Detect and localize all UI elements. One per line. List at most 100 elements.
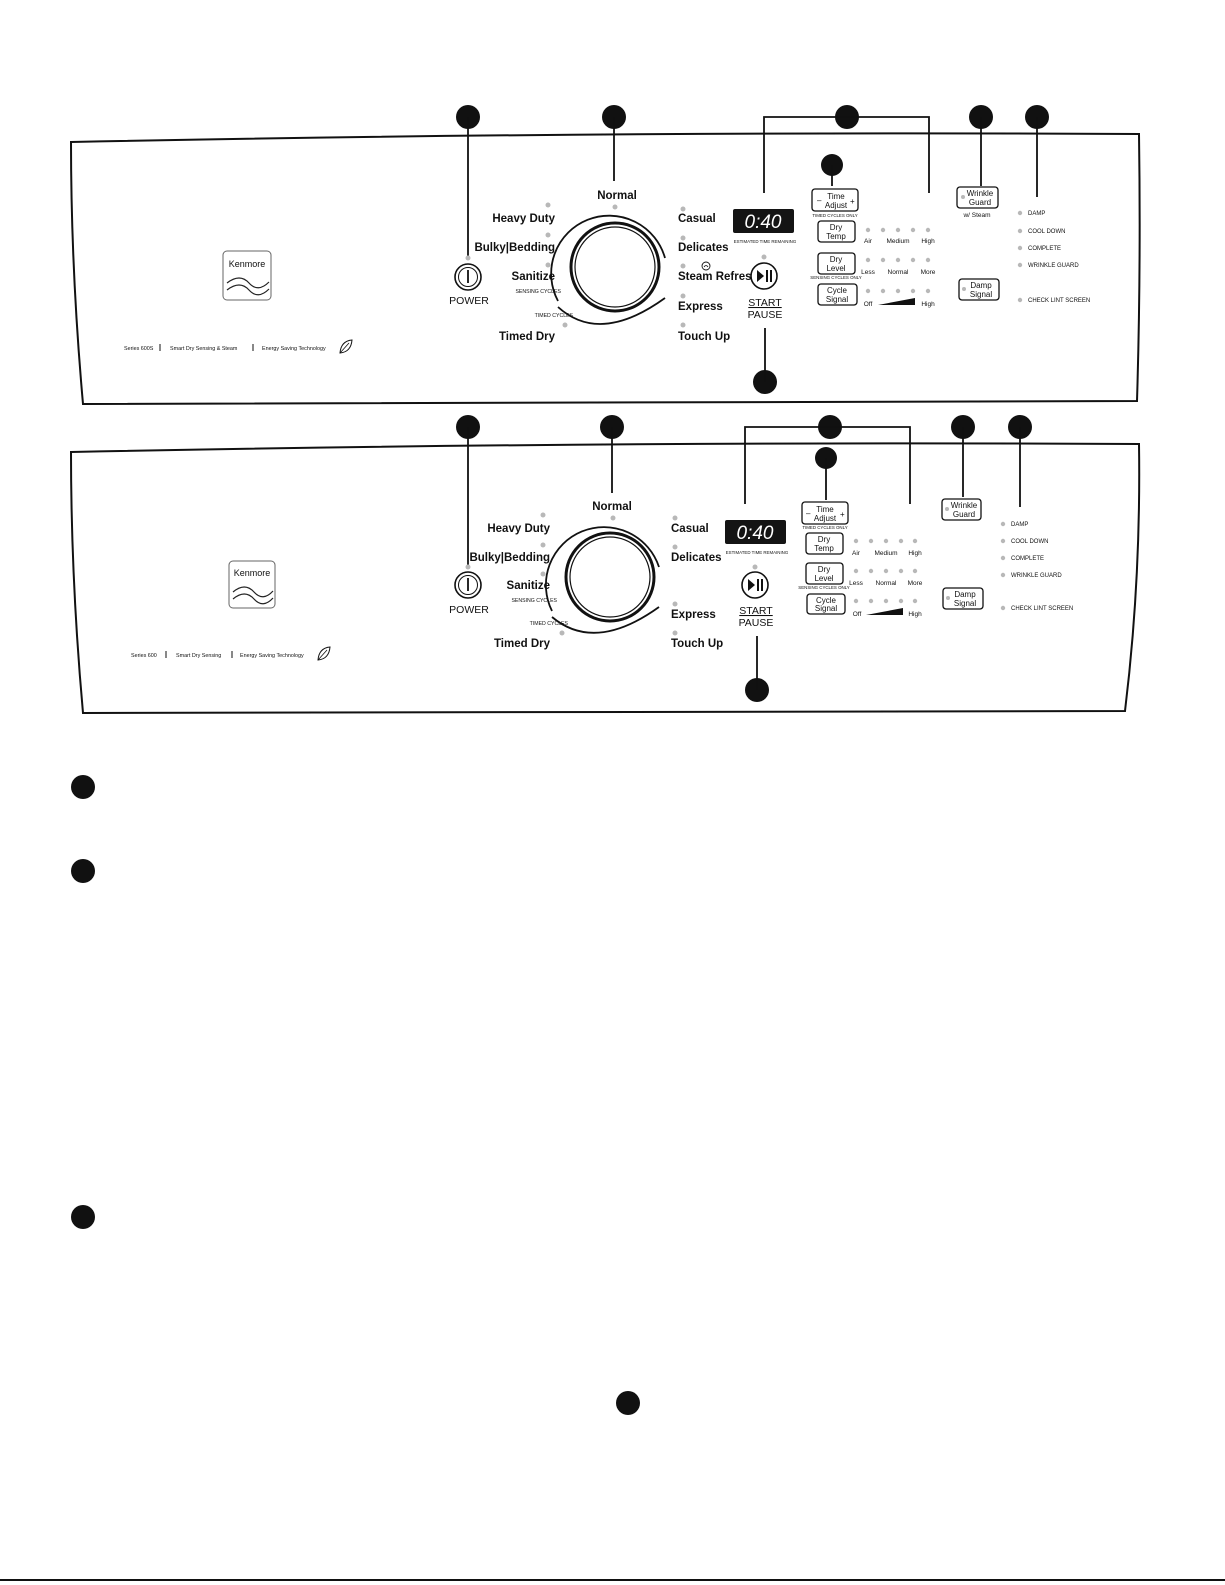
- status-led: [1000, 555, 1006, 561]
- power-led: [465, 564, 471, 570]
- cycle-casual[interactable]: Casual: [671, 523, 709, 535]
- dry-level-level: Less: [849, 580, 863, 587]
- cycle-led: [540, 542, 546, 548]
- volume-ramp: [878, 298, 915, 305]
- dry-level-level: Normal: [876, 580, 898, 587]
- wrinkle-guard-button[interactable]: Wrinkle Guard: [941, 498, 982, 521]
- power-label: POWER: [449, 295, 489, 307]
- cycle-bulky-bedding[interactable]: Bulky|Bedding: [474, 242, 555, 254]
- section-marker: [71, 775, 95, 799]
- svg-text:Kenmore: Kenmore: [234, 568, 271, 578]
- sensing-cycles-only-note: SENSING CYCLES ONLY: [810, 275, 861, 280]
- time-display-value: 0:40: [737, 523, 774, 544]
- dry-temp-line2: Temp: [826, 232, 846, 241]
- cycle-heavy-duty[interactable]: Heavy Duty: [487, 523, 550, 535]
- cycle-heavy-duty[interactable]: Heavy Duty: [492, 213, 555, 225]
- time-adjust-button[interactable]: – Time Adjust +: [811, 188, 859, 212]
- cycle-bulky-bedding[interactable]: Bulky|Bedding: [469, 552, 550, 564]
- status-led: [1000, 538, 1006, 544]
- pause-label: PAUSE: [739, 617, 774, 629]
- status-cool-down: COOL DOWN: [1028, 229, 1065, 235]
- time-display: [733, 209, 794, 233]
- time-plus[interactable]: +: [840, 510, 845, 519]
- cycle-led: [680, 322, 686, 328]
- time-adjust-button[interactable]: – Time Adjust +: [801, 501, 849, 525]
- wrinkle-guard-button[interactable]: Wrinkle Guard: [956, 186, 999, 209]
- status-led: [1017, 210, 1023, 216]
- cycle-signal-line1: Cycle: [827, 286, 848, 295]
- time-minus[interactable]: –: [806, 509, 811, 518]
- cycle-casual[interactable]: Casual: [678, 213, 716, 225]
- cycle-touch-up[interactable]: Touch Up: [671, 638, 723, 650]
- status-damp: DAMP: [1028, 211, 1045, 217]
- kenmore-logo: Kenmore: [228, 560, 276, 609]
- cycle-sanitize[interactable]: Sanitize: [512, 271, 555, 283]
- time-minus[interactable]: –: [817, 196, 822, 205]
- power-button[interactable]: [454, 571, 482, 599]
- series-label: Series 600: [131, 653, 157, 659]
- cycle-led: [545, 232, 551, 238]
- cycle-led: [680, 206, 686, 212]
- time-plus[interactable]: +: [850, 197, 855, 206]
- cycle-timed-dry[interactable]: Timed Dry: [499, 331, 556, 343]
- cycle-steam-refresh[interactable]: Steam Refresh: [678, 271, 759, 283]
- cycle-selector-knob[interactable]: [569, 221, 661, 313]
- cycle-led: [672, 630, 678, 636]
- cycle-normal[interactable]: Normal: [597, 190, 637, 202]
- cycle-delicates[interactable]: Delicates: [671, 552, 722, 564]
- feature-label: Smart Dry Sensing & Steam: [170, 346, 238, 352]
- energy-label: Energy Saving Technology: [240, 653, 304, 659]
- kenmore-logo: Kenmore: [222, 250, 272, 301]
- status-led: [1000, 605, 1006, 611]
- cycle-delicates[interactable]: Delicates: [678, 242, 729, 254]
- sensing-cycles-label: SENSING CYCLES: [515, 289, 561, 295]
- start-label: START: [748, 297, 782, 309]
- start-label: START: [739, 605, 773, 617]
- dry-temp-button[interactable]: Dry Temp: [817, 220, 856, 243]
- cycle-touch-up[interactable]: Touch Up: [678, 331, 730, 343]
- cycle-led: [559, 630, 565, 636]
- cycle-sanitize[interactable]: Sanitize: [507, 580, 550, 592]
- dry-level-button[interactable]: Dry Level: [805, 562, 844, 585]
- status-damp: DAMP: [1011, 522, 1028, 528]
- dry-temp-level: Air: [864, 238, 873, 245]
- cycle-led: [672, 601, 678, 607]
- dry-temp-button[interactable]: Dry Temp: [805, 532, 844, 555]
- cycle-signal-button[interactable]: Cycle Signal: [817, 283, 858, 306]
- dry-level-line2: Level: [826, 264, 845, 273]
- start-pause-button[interactable]: [750, 262, 778, 290]
- dry-level-button[interactable]: Dry Level: [817, 252, 856, 275]
- section-marker: [71, 1205, 95, 1229]
- cycle-express[interactable]: Express: [671, 609, 716, 621]
- cycle-express[interactable]: Express: [678, 301, 723, 313]
- status-wrinkle-guard: WRINKLE GUARD: [1011, 573, 1062, 579]
- timed-cycles-label: TIMED CYCLES: [535, 313, 574, 319]
- timed-cycles-label: TIMED CYCLES: [530, 621, 569, 627]
- dry-temp-level: High: [921, 238, 935, 245]
- wrinkle-guard-line2: Guard: [953, 510, 975, 519]
- cycle-selector-knob[interactable]: [564, 531, 656, 623]
- dry-temp-line2: Temp: [814, 544, 834, 553]
- dry-level-line2: Level: [814, 574, 833, 583]
- dry-temp-leds: [853, 538, 918, 544]
- time-adjust-line1: Time: [816, 505, 834, 514]
- damp-signal-button[interactable]: Damp Signal: [958, 278, 1000, 301]
- energy-label: Energy Saving Technology: [262, 346, 326, 352]
- cycle-timed-dry[interactable]: Timed Dry: [494, 638, 551, 650]
- dry-level-level: More: [908, 580, 923, 587]
- steam-icon: [701, 261, 711, 271]
- cycle-normal[interactable]: Normal: [592, 501, 632, 513]
- damp-signal-button[interactable]: Damp Signal: [942, 587, 984, 610]
- power-label: POWER: [449, 604, 489, 616]
- damp-signal-line2: Signal: [970, 290, 992, 299]
- status-cool-down: COOL DOWN: [1011, 539, 1048, 545]
- cycle-signal-button[interactable]: Cycle Signal: [806, 593, 846, 615]
- start-pause-button[interactable]: [741, 571, 769, 599]
- top-panel: Kenmore POWER Normal Heavy Duty: [69, 105, 1141, 406]
- dry-level-leds: [853, 568, 918, 574]
- power-button[interactable]: [454, 263, 482, 291]
- time-display-value: 0:40: [745, 212, 782, 233]
- section-marker: [616, 1391, 640, 1415]
- svg-text:Kenmore: Kenmore: [229, 259, 266, 269]
